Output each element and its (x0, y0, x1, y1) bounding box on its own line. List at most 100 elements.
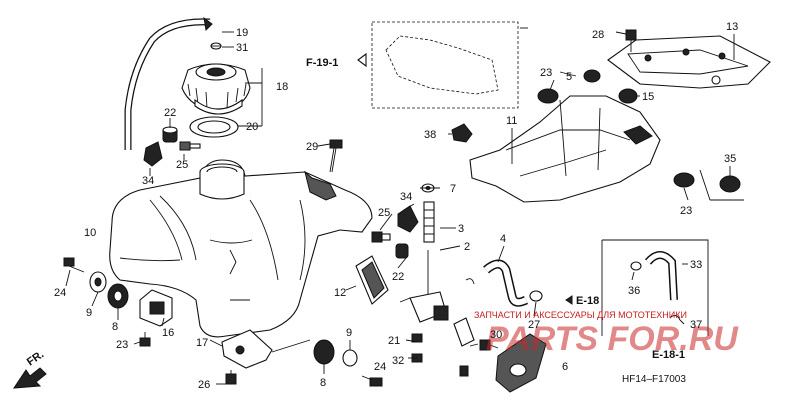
ref-e18-arrow (565, 295, 573, 305)
label-32: 32 (392, 355, 404, 367)
label-23-left: 23 (116, 339, 128, 351)
label-37: 37 (690, 319, 702, 331)
bolt-25-left (179, 141, 201, 151)
cushion-8-left (107, 283, 129, 309)
bolt-26 (225, 370, 237, 385)
strainer-3 (423, 201, 435, 243)
collar-9-right (342, 349, 358, 367)
label-34-left: 34 (142, 175, 154, 187)
watermark-brand: PARTS FOR.RU (486, 320, 739, 358)
grommet-5 (583, 69, 601, 83)
part-labels: 19 31 18 20 22 25 34 29 10 24 9 8 16 23 … (54, 21, 738, 391)
bolt-24-right (361, 375, 383, 387)
bolt-29 (329, 139, 343, 173)
bolt-32-lower (459, 365, 469, 377)
label-33: 33 (690, 259, 702, 271)
bracket-16 (139, 289, 173, 327)
label-2: 2 (464, 241, 470, 253)
breather-tube (124, 16, 213, 150)
fuel-cap (181, 63, 251, 115)
grommet-15 (618, 88, 638, 104)
label-12: 12 (334, 287, 346, 299)
heat-guard-11 (469, 95, 661, 203)
leader-lines (65, 27, 735, 385)
label-3: 3 (458, 223, 464, 235)
valve-cushion-34 (397, 205, 419, 233)
label-16: 16 (162, 327, 174, 339)
label-6: 6 (562, 361, 568, 373)
ref-f19-arrow (357, 52, 367, 68)
tube-clip (210, 42, 222, 50)
label-11: 11 (506, 115, 517, 127)
rear-bracket-17 (221, 329, 273, 369)
fuel-tank (109, 159, 373, 338)
bolt-24-left (63, 257, 85, 273)
cushion-34-left (143, 141, 163, 167)
label-23-top: 23 (540, 67, 552, 79)
label-13: 13 (726, 21, 738, 33)
label-36: 36 (628, 285, 640, 297)
label-18: 18 (276, 81, 288, 93)
label-4: 4 (500, 233, 506, 245)
grommet-23-top (537, 88, 559, 104)
bolt-28 (625, 29, 637, 52)
bolt-25-right (371, 231, 391, 243)
label-19: 19 (236, 27, 248, 39)
cover-6 (495, 333, 547, 393)
clip-30-small (465, 278, 475, 285)
hose-clip-27 (529, 290, 543, 302)
label-24-right: 24 (374, 361, 386, 373)
front-arrow-label: FR. (25, 348, 46, 368)
gauge-cover-12 (355, 255, 389, 305)
label-5: 5 (566, 71, 572, 83)
label-25-right: 25 (378, 207, 390, 219)
label-24-left: 24 (54, 287, 66, 299)
label-26: 26 (198, 379, 210, 391)
grommet-23-right (673, 172, 695, 188)
label-8-left: 8 (112, 321, 118, 333)
label-35: 35 (724, 153, 736, 165)
front-arrow (13, 367, 47, 389)
label-29: 29 (306, 141, 318, 153)
label-7: 7 (450, 183, 456, 195)
label-27: 27 (528, 319, 540, 331)
ref-f19-label: F-19-1 (306, 57, 338, 69)
label-21: 21 (388, 335, 400, 347)
label-23-right: 23 (680, 205, 692, 217)
label-9-right: 9 (346, 327, 352, 339)
watermark: PARTS FOR.RU ЗАПЧАСТИ И АКСЕССУАРЫ ДЛЯ М… (474, 310, 739, 358)
cushion-8-right (313, 339, 335, 365)
grommet-22-right (395, 243, 409, 259)
fuel-valve-2 (399, 250, 449, 323)
inset-e181 (601, 239, 709, 336)
lever-30 (453, 317, 475, 347)
cap-gasket (189, 116, 239, 138)
label-34-right: 34 (400, 191, 412, 203)
label-9-left: 9 (86, 307, 92, 319)
collar-9-left (89, 271, 107, 293)
label-30: 30 (490, 329, 502, 341)
cushion-35 (719, 175, 741, 193)
label-17: 17 (196, 337, 208, 349)
label-20: 20 (246, 121, 258, 133)
fuel-line-4 (483, 259, 529, 307)
bracket-13 (607, 35, 771, 89)
ref-e18-label: E-18 (576, 295, 599, 307)
label-28: 28 (592, 29, 604, 41)
label-15: 15 (642, 91, 654, 103)
diagram-code: HF14–F17003 (622, 374, 686, 385)
label-38: 38 (424, 129, 436, 141)
label-31: 31 (236, 42, 248, 54)
bolt-23-left (139, 332, 151, 347)
ref-e181-label: E-18-1 (652, 349, 685, 361)
label-25-left: 25 (176, 159, 188, 171)
label-8-right: 8 (320, 377, 326, 389)
label-10: 10 (84, 227, 96, 239)
inset-f19 (371, 21, 519, 109)
clamp-38 (451, 123, 473, 143)
bolt-30 (479, 339, 499, 351)
watermark-slogan: ЗАПЧАСТИ И АКСЕССУАРЫ ДЛЯ МОТОТЕХНИКИ (474, 310, 687, 320)
label-22-right: 22 (392, 271, 404, 283)
